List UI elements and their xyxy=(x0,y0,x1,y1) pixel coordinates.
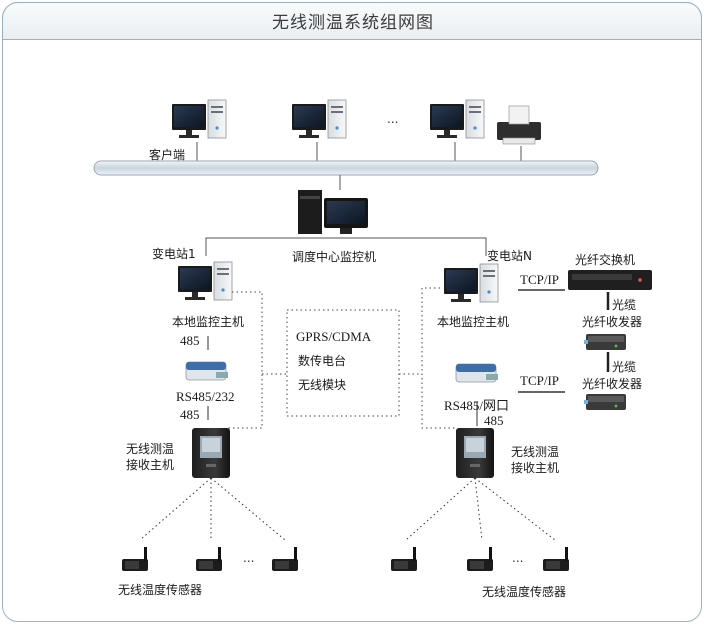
client-pc-1 xyxy=(171,99,227,139)
fiber-switch-label: 光纤交换机 xyxy=(575,253,636,267)
receiver-right-line1: 无线测温 xyxy=(511,445,560,459)
tcpip-bottom-label: TCP/IP xyxy=(520,373,560,388)
rs485-left-top-label: 485 xyxy=(180,333,200,348)
station1-label: 变电站1 xyxy=(152,247,196,261)
stationN-label: 变电站N xyxy=(487,249,532,263)
client-ellipsis: ... xyxy=(387,112,399,126)
sensor-label-left: 无线温度传感器 xyxy=(118,583,203,597)
converter-left-label: RS485/232 xyxy=(176,389,235,404)
receiver-right xyxy=(456,428,494,478)
rs485-right-label: 485 xyxy=(484,413,504,428)
local-host-left-label: 本地监控主机 xyxy=(172,315,245,329)
network-bus xyxy=(93,160,599,176)
client-pc-2 xyxy=(291,99,347,139)
converter-right-label: RS485/网口 xyxy=(444,398,510,413)
wireless-option-1: GPRS/CDMA xyxy=(296,329,372,344)
receiver-left-line1: 无线测温 xyxy=(126,442,175,456)
sensor-right-2 xyxy=(467,547,493,571)
diagram-title: 无线测温系统组网图 xyxy=(272,13,434,33)
local-host-right-label: 本地监控主机 xyxy=(437,315,510,329)
fiber-transceiver-2 xyxy=(584,394,626,410)
dispatch-center-pc xyxy=(298,190,368,234)
wireless-option-3: 无线模块 xyxy=(298,378,347,392)
sensor-ellipsis-left: ... xyxy=(243,551,255,565)
sensor-left-3 xyxy=(272,547,298,571)
fiber-switch xyxy=(568,270,652,290)
dispatch-center-label: 调度中心监控机 xyxy=(292,250,377,264)
client-label: 客户端 xyxy=(149,148,186,162)
wireless-link xyxy=(228,287,456,429)
local-host-right xyxy=(443,263,499,303)
sensor-label-right: 无线温度传感器 xyxy=(482,585,567,599)
converter-right xyxy=(455,363,499,383)
tcpip-top-label: TCP/IP xyxy=(520,272,560,287)
optical-cable-label-1: 光缆 xyxy=(612,298,637,312)
sensor-left-1 xyxy=(122,547,148,571)
printer-icon xyxy=(497,105,541,145)
sensor-ellipsis-right: ... xyxy=(512,551,524,565)
converter-left xyxy=(185,361,229,381)
transceiver-label-1: 光纤收发器 xyxy=(582,315,643,329)
receiver-left xyxy=(192,428,230,478)
fiber-transceiver-1 xyxy=(584,334,626,350)
receiver-left-line2: 接收主机 xyxy=(126,458,175,472)
receiver-right-line2: 接收主机 xyxy=(511,461,560,475)
optical-cable-label-2: 光缆 xyxy=(612,360,637,374)
sensor-right-3 xyxy=(543,547,569,571)
sensor-right-1 xyxy=(391,547,417,571)
client-pc-3 xyxy=(429,99,485,139)
sensor-left-2 xyxy=(196,547,222,571)
transceiver-label-2: 光纤收发器 xyxy=(582,377,643,391)
local-host-left xyxy=(177,261,233,301)
title-bar xyxy=(2,2,702,40)
rs485-left-bottom-label: 485 xyxy=(180,407,200,422)
wireless-option-2: 数传电台 xyxy=(298,354,347,368)
